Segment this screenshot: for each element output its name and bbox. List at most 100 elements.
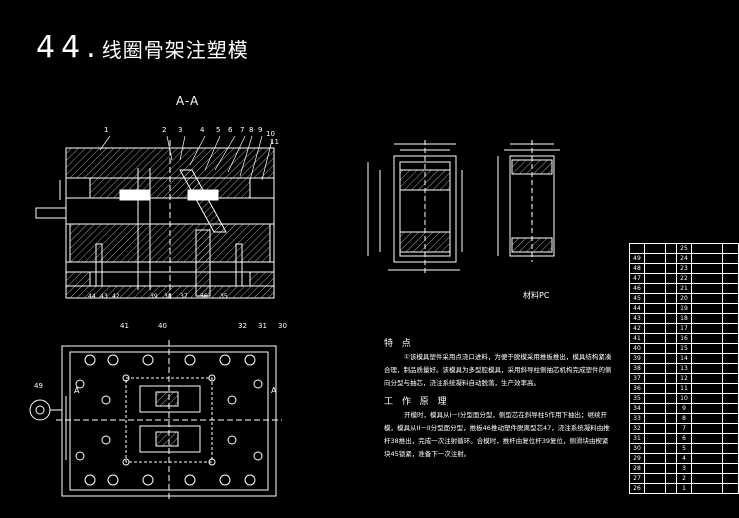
plan-holes xyxy=(75,354,263,486)
bom-cell xyxy=(644,453,666,464)
bom-cell-right-no: 16 xyxy=(676,333,692,344)
bom-cell xyxy=(665,363,677,374)
bom-cell-left-no: 42 xyxy=(629,323,645,334)
callout-37: 37 xyxy=(180,293,188,300)
bom-cell xyxy=(644,313,666,324)
bom-cell xyxy=(691,243,723,254)
callout-39: 39 xyxy=(150,293,158,300)
bom-cell xyxy=(722,283,739,294)
desc-heading-principle: 工 作 原 理 xyxy=(384,397,450,407)
bom-cell xyxy=(722,453,739,464)
bom-cell xyxy=(665,373,677,384)
bom-cell-right-no: 19 xyxy=(676,303,692,314)
bom-cell xyxy=(644,283,666,294)
bom-cell xyxy=(644,413,666,424)
bom-cell xyxy=(644,343,666,354)
bom-cell xyxy=(665,353,677,364)
bom-cell xyxy=(644,383,666,394)
bom-cell xyxy=(665,263,677,274)
callout-7: 7 xyxy=(240,126,245,134)
bom-cell xyxy=(665,473,677,484)
callout-49: 49 xyxy=(34,382,43,390)
bom-cell-left-no: 27 xyxy=(629,473,645,484)
bom-cell xyxy=(691,343,723,354)
bom-cell xyxy=(691,403,723,414)
callout-6: 6 xyxy=(228,126,233,134)
drawing-title: 44.线圈骨架注塑模 xyxy=(36,30,249,65)
callout-4: 4 xyxy=(200,126,205,134)
callout-43: 43 xyxy=(100,293,108,300)
section-label: A-A xyxy=(176,94,200,108)
bom-cell xyxy=(691,433,723,444)
bom-cell-right-no: 24 xyxy=(676,253,692,264)
callout-38: 38 xyxy=(164,293,172,300)
bom-cell xyxy=(722,443,739,454)
bom-cell-left-no: 47 xyxy=(629,273,645,284)
bom-cell-left-no: 36 xyxy=(629,383,645,394)
bom-cell xyxy=(644,403,666,414)
bom-cell-right-no: 12 xyxy=(676,373,692,384)
bom-cell xyxy=(722,473,739,484)
bom-cell xyxy=(644,363,666,374)
bom-cell xyxy=(665,273,677,284)
bom-cell-right-no: 21 xyxy=(676,283,692,294)
callout-41: 41 xyxy=(120,322,129,330)
bom-cell xyxy=(644,353,666,364)
bom-cell-left-no: 31 xyxy=(629,433,645,444)
bom-cell-right-no: 18 xyxy=(676,313,692,324)
callout-2: 2 xyxy=(162,126,167,134)
bom-cell xyxy=(644,333,666,344)
bom-cell xyxy=(691,263,723,274)
bom-cell xyxy=(722,323,739,334)
bom-cell xyxy=(665,433,677,444)
bom-cell xyxy=(722,403,739,414)
bom-cell xyxy=(722,273,739,284)
bom-cell xyxy=(691,383,723,394)
section-mark-a-right: A xyxy=(271,386,277,395)
bom-cell xyxy=(722,413,739,424)
callout-5: 5 xyxy=(216,126,221,134)
bom-cell xyxy=(644,273,666,284)
bom-cell xyxy=(665,283,677,294)
bom-cell xyxy=(691,413,723,424)
callout-42: 42 xyxy=(112,293,120,300)
bom-cell-left-no: 39 xyxy=(629,353,645,364)
callout-8: 8 xyxy=(249,126,254,134)
bom-cell-left-no: 34 xyxy=(629,403,645,414)
callout-31: 31 xyxy=(258,322,267,330)
callout-32: 32 xyxy=(238,322,247,330)
bom-cell-right-no: 13 xyxy=(676,363,692,374)
bom-cell xyxy=(691,483,723,494)
bom-cell xyxy=(722,463,739,474)
bom-cell xyxy=(722,433,739,444)
bom-cell xyxy=(691,353,723,364)
bom-cell-left-no: 35 xyxy=(629,393,645,404)
bom-cell xyxy=(665,293,677,304)
bom-cell-left-no: 49 xyxy=(629,253,645,264)
bom-cell xyxy=(722,253,739,264)
bom-row: 25 xyxy=(629,243,739,254)
callout-1: 1 xyxy=(104,126,109,134)
callout-10: 10 xyxy=(266,130,275,138)
bom-cell xyxy=(665,443,677,454)
bom-cell xyxy=(644,423,666,434)
bom-cell-right-no: 9 xyxy=(676,403,692,414)
bom-cell xyxy=(691,253,723,264)
bom-cell-left-no: 38 xyxy=(629,363,645,374)
bom-row: 34 9 xyxy=(629,403,739,414)
bom-cell xyxy=(722,303,739,314)
bom-cell xyxy=(691,453,723,464)
bom-cell-left-no: 43 xyxy=(629,313,645,324)
bom-cell xyxy=(691,313,723,324)
bom-cell xyxy=(644,433,666,444)
bom-cell xyxy=(644,303,666,314)
